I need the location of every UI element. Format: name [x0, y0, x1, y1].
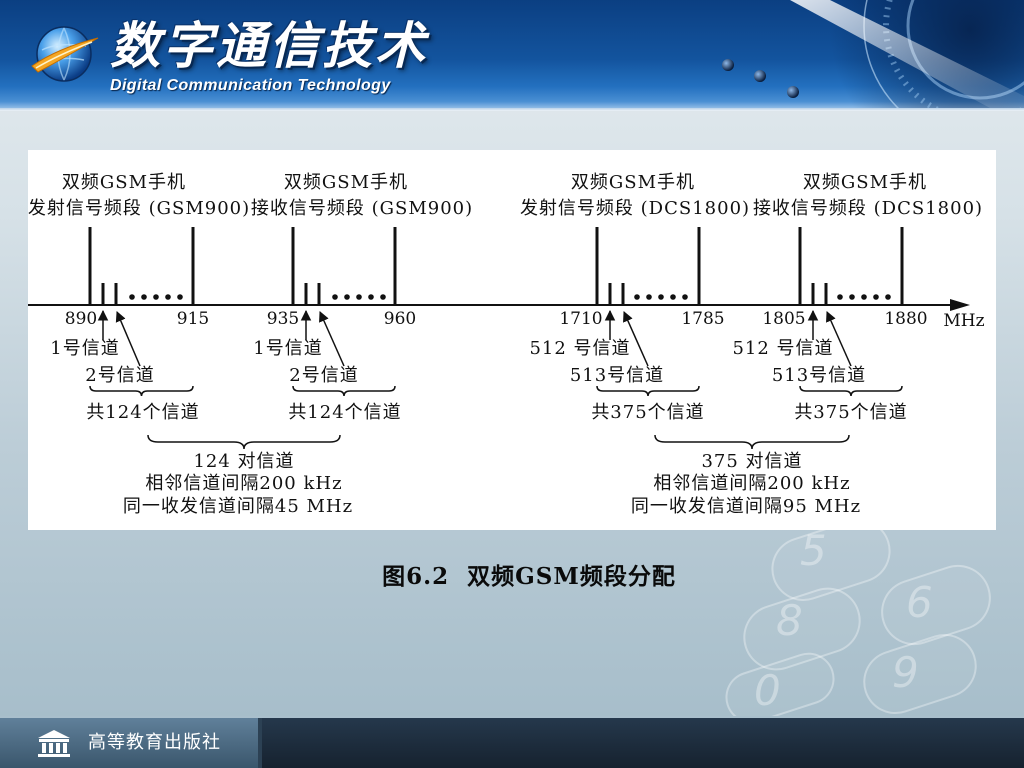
publisher-logo-icon	[38, 730, 70, 757]
channel-brace	[89, 385, 194, 397]
pair-count-label: 124 对信道	[193, 451, 294, 472]
footer-publisher-panel: 高等教育出版社	[0, 718, 262, 768]
figure-caption: 图6.2 双频GSM频段分配	[382, 563, 676, 590]
pair-duplex-label: 同一收发信道间隔95 MHz	[631, 496, 861, 517]
channel-total-label: 共124个信道	[288, 402, 401, 423]
channel-dots	[129, 294, 183, 300]
bead-decoration	[787, 86, 799, 98]
channel-dots	[332, 294, 386, 300]
band-gsm900-receive: 双频GSM手机 接收信号频段 (GSM900) 935 960 1号信道 2号信…	[251, 172, 473, 423]
pair-duplex-label: 同一收发信道间隔45 MHz	[123, 496, 353, 517]
bead-decoration	[754, 70, 766, 82]
band-label-line1: 双频GSM手机	[803, 172, 927, 193]
header-divider	[0, 108, 1024, 111]
band-start-frequency: 1710	[559, 309, 602, 329]
channel-brace	[596, 385, 700, 397]
globe-icon	[31, 26, 99, 82]
band-label-line1: 双频GSM手机	[571, 172, 695, 193]
second-channel-label: 2号信道	[289, 365, 358, 386]
diagram-panel: MHz 双频GSM手机 发射信号频段 (GSM900) 890 915 1号信道…	[28, 150, 996, 530]
header-subtitle: Digital Communication Technology	[110, 77, 391, 94]
band-start-frequency: 890	[65, 309, 97, 329]
header-banner: 数字通信技术 Digital Communication Technology	[0, 0, 1024, 108]
pair-spacing-label: 相邻信道间隔200 kHz	[653, 473, 850, 494]
band-end-frequency: 1880	[884, 309, 927, 329]
band-label-line1: 双频GSM手机	[284, 172, 408, 193]
band-dcs1800-transmit: 双频GSM手机 发射信号频段 (DCS1800) 1710 1785 512 号…	[520, 172, 750, 423]
band-start-frequency: 935	[267, 309, 299, 329]
band-end-frequency: 960	[384, 309, 416, 329]
channel-brace	[292, 385, 396, 397]
publisher-name: 高等教育出版社	[88, 732, 221, 753]
band-dcs1800-receive: 双频GSM手机 接收信号频段 (DCS1800) 1805 1880 512 号…	[732, 172, 983, 423]
pair-dcs1800: 375 对信道 相邻信道间隔200 kHz 同一收发信道间隔95 MHz	[631, 434, 861, 517]
second-channel-label: 2号信道	[85, 365, 154, 386]
keypad-digit: 6	[906, 578, 933, 627]
bead-decoration	[722, 59, 734, 71]
band-end-frequency: 915	[177, 309, 209, 329]
pair-spacing-label: 相邻信道间隔200 kHz	[145, 473, 342, 494]
footer-bar: 高等教育出版社	[0, 716, 1024, 768]
channel-arrow	[115, 311, 141, 367]
dial-decoration	[722, 0, 1024, 108]
band-end-frequency: 1785	[681, 309, 724, 329]
channel-dots	[837, 294, 891, 300]
first-channel-label: 1号信道	[50, 338, 119, 359]
first-channel-label: 512 号信道	[732, 338, 833, 359]
channel-brace	[799, 385, 903, 397]
channel-total-label: 共375个信道	[591, 402, 704, 423]
band-label-line2: 发射信号频段 (GSM900)	[28, 198, 250, 219]
pair-gsm900: 124 对信道 相邻信道间隔200 kHz 同一收发信道间隔45 MHz	[123, 434, 353, 517]
keypad-digit: 0	[754, 666, 781, 715]
pair-brace	[147, 434, 341, 450]
keypad-digit: 8	[776, 596, 803, 645]
keypad-digit: 9	[892, 648, 919, 697]
band-start-frequency: 1805	[762, 309, 805, 329]
second-channel-label: 513号信道	[570, 365, 664, 386]
keypad-key-decoration	[854, 625, 986, 723]
first-channel-label: 512 号信道	[529, 338, 630, 359]
channel-total-label: 共124个信道	[86, 402, 199, 423]
band-label-line1: 双频GSM手机	[62, 172, 186, 193]
band-gsm900-transmit: 双频GSM手机 发射信号频段 (GSM900) 890 915 1号信道 2号信…	[28, 172, 250, 423]
channel-total-label: 共375个信道	[794, 402, 907, 423]
band-label-line2: 接收信号频段 (DCS1800)	[753, 198, 983, 219]
gsm-band-diagram: MHz 双频GSM手机 发射信号频段 (GSM900) 890 915 1号信道…	[28, 172, 985, 517]
first-channel-label: 1号信道	[253, 338, 322, 359]
pair-brace	[654, 434, 850, 450]
band-label-line2: 接收信号频段 (GSM900)	[251, 198, 473, 219]
axis-arrowhead	[950, 299, 970, 311]
keypad-digit: 5	[800, 526, 827, 575]
channel-arrow	[623, 311, 649, 367]
channel-dots	[634, 294, 688, 300]
pair-count-label: 375 对信道	[701, 451, 802, 472]
channel-arrow	[319, 311, 345, 367]
header-title: 数字通信技术	[110, 17, 428, 75]
channel-arrow	[826, 311, 852, 367]
band-label-line2: 发射信号频段 (DCS1800)	[520, 198, 750, 219]
second-channel-label: 513号信道	[772, 365, 866, 386]
axis-unit-label: MHz	[943, 311, 984, 331]
